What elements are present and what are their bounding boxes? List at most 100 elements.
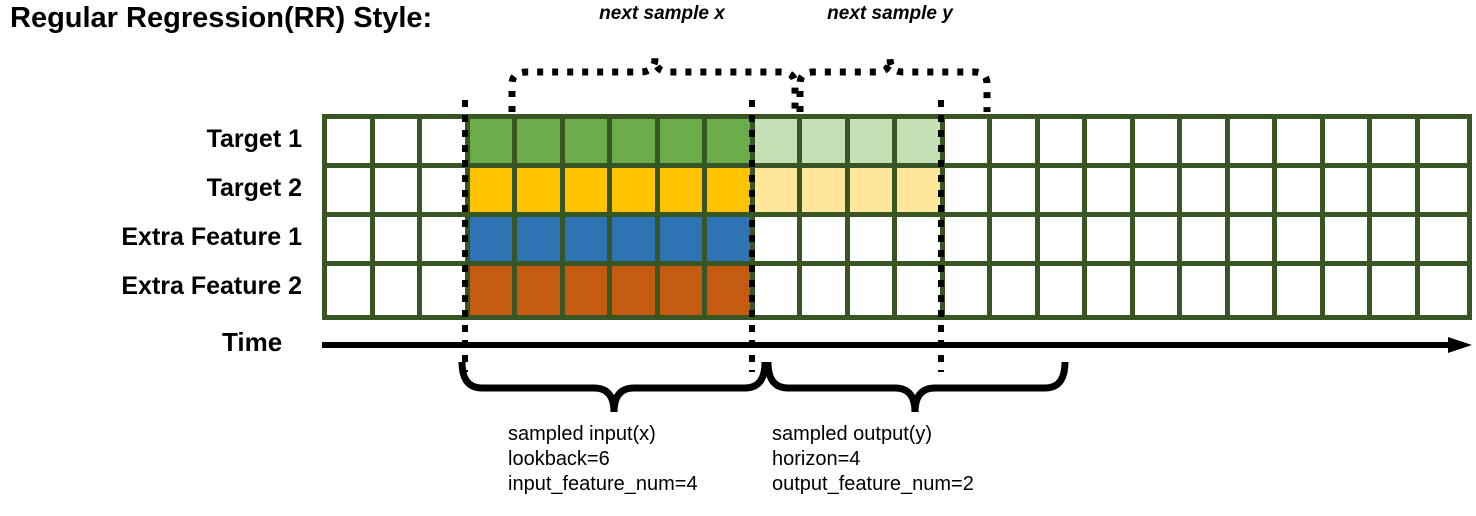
annotation-next-sample-x: next sample x: [599, 3, 725, 24]
caption-input-line-1: sampled input(x): [508, 423, 656, 445]
caption-input-line-2: lookback=6: [508, 448, 610, 470]
grid-cell-input: [707, 266, 755, 315]
grid-cell-output: [849, 217, 897, 266]
timeseries-grid: [322, 114, 1472, 320]
grid-row: [327, 217, 1467, 266]
grid-cell-blank: [1324, 119, 1372, 168]
grid-cell-input: [612, 266, 660, 315]
grid-cell-output: [754, 168, 802, 217]
grid-cell-input: [659, 217, 707, 266]
grid-cell-blank: [992, 168, 1040, 217]
caption-output-line-3: output_feature_num=2: [772, 473, 974, 495]
grid-cell-blank: [1182, 119, 1230, 168]
grid-cell-output: [897, 168, 945, 217]
grid-cell-input: [469, 119, 517, 168]
row-label-extra-feature-1: Extra Feature 1: [121, 223, 302, 251]
grid-cell-input: [612, 119, 660, 168]
grid-cell-input: [564, 119, 612, 168]
row-label-extra-feature-2: Extra Feature 2: [121, 272, 302, 300]
row-label-target-2: Target 2: [206, 174, 302, 202]
grid-cell-blank: [374, 119, 422, 168]
grid-cell-blank: [327, 266, 375, 315]
grid-cell-blank: [374, 168, 422, 217]
grid-cell-input: [707, 119, 755, 168]
grid-cell-input: [469, 217, 517, 266]
grid-cell-blank: [1372, 119, 1420, 168]
grid-cell-blank: [1229, 266, 1277, 315]
grid-cell-blank: [1134, 168, 1182, 217]
grid-cell-blank: [1372, 168, 1420, 217]
annotation-next-sample-y: next sample y: [827, 3, 953, 24]
grid-cell-blank: [422, 168, 470, 217]
grid-cell-blank: [944, 119, 992, 168]
grid-cell-blank: [1372, 266, 1420, 315]
grid-cell-input: [707, 217, 755, 266]
grid-cell-blank: [1324, 168, 1372, 217]
caption-sampled-input: sampled input(x) lookback=6 input_featur…: [508, 422, 698, 497]
grid-cell-blank: [1419, 266, 1467, 315]
brace-next-sample-x: [508, 57, 799, 112]
grid-cell-blank: [1087, 119, 1135, 168]
grid-cell-blank: [1039, 168, 1087, 217]
grid-cell-input: [517, 119, 565, 168]
grid-cell-input: [659, 168, 707, 217]
grid-cell-blank: [1039, 119, 1087, 168]
grid-cell-blank: [1324, 266, 1372, 315]
grid-cell-input: [517, 266, 565, 315]
grid-cell-blank: [992, 266, 1040, 315]
grid-cell-blank: [1229, 217, 1277, 266]
brace-sampled-output: [764, 361, 1069, 413]
grid-cell-blank: [422, 217, 470, 266]
grid-cell-blank: [992, 119, 1040, 168]
caption-output-line-1: sampled output(y): [772, 423, 933, 445]
grid-cell-input: [564, 168, 612, 217]
brace-sampled-input: [458, 361, 769, 413]
grid-cell-output: [897, 266, 945, 315]
time-axis-arrow: [322, 337, 1472, 353]
grid-cell-output: [849, 266, 897, 315]
grid-cell-blank: [944, 266, 992, 315]
grid-cell-output: [849, 119, 897, 168]
grid-cell-blank: [1419, 168, 1467, 217]
time-axis-label: Time: [222, 327, 283, 357]
grid-cell-blank: [1229, 168, 1277, 217]
grid-cell-blank: [374, 217, 422, 266]
grid-cell-blank: [1087, 168, 1135, 217]
row-label-target-1: Target 1: [206, 125, 302, 153]
grid-cell-blank: [1134, 119, 1182, 168]
grid-cell-blank: [992, 217, 1040, 266]
grid-cell-input: [612, 217, 660, 266]
grid-cell-input: [564, 266, 612, 315]
grid-cell-output: [802, 266, 850, 315]
grid-cell-input: [517, 217, 565, 266]
grid-cell-blank: [1182, 168, 1230, 217]
grid-cell-blank: [327, 217, 375, 266]
grid-cell-blank: [1372, 217, 1420, 266]
caption-sampled-output: sampled output(y) horizon=4 output_featu…: [772, 422, 974, 497]
grid-cell-blank: [1277, 168, 1325, 217]
grid-cell-input: [469, 168, 517, 217]
grid-cell-blank: [1039, 217, 1087, 266]
grid-cell-blank: [1324, 217, 1372, 266]
grid-cell-blank: [1182, 217, 1230, 266]
row-label-column: Target 1 Target 2 Extra Feature 1 Extra …: [0, 115, 312, 311]
grid-cell-output: [754, 217, 802, 266]
grid-cell-blank: [1087, 217, 1135, 266]
grid-cell-input: [612, 168, 660, 217]
grid-cell-input: [469, 266, 517, 315]
grid-row: [327, 119, 1467, 168]
grid-cell-blank: [1182, 266, 1230, 315]
grid-cell-output: [897, 217, 945, 266]
grid-cell-input: [659, 119, 707, 168]
grid-cell-output: [754, 266, 802, 315]
grid-cell-blank: [327, 119, 375, 168]
grid-cell-input: [517, 168, 565, 217]
grid-cell-blank: [1134, 217, 1182, 266]
grid-cell-output: [802, 217, 850, 266]
grid-cell-blank: [1039, 266, 1087, 315]
grid-cell-output: [897, 119, 945, 168]
grid-cell-blank: [374, 266, 422, 315]
grid-row: [327, 168, 1467, 217]
grid-cell-blank: [1229, 119, 1277, 168]
grid-row: [327, 266, 1467, 315]
